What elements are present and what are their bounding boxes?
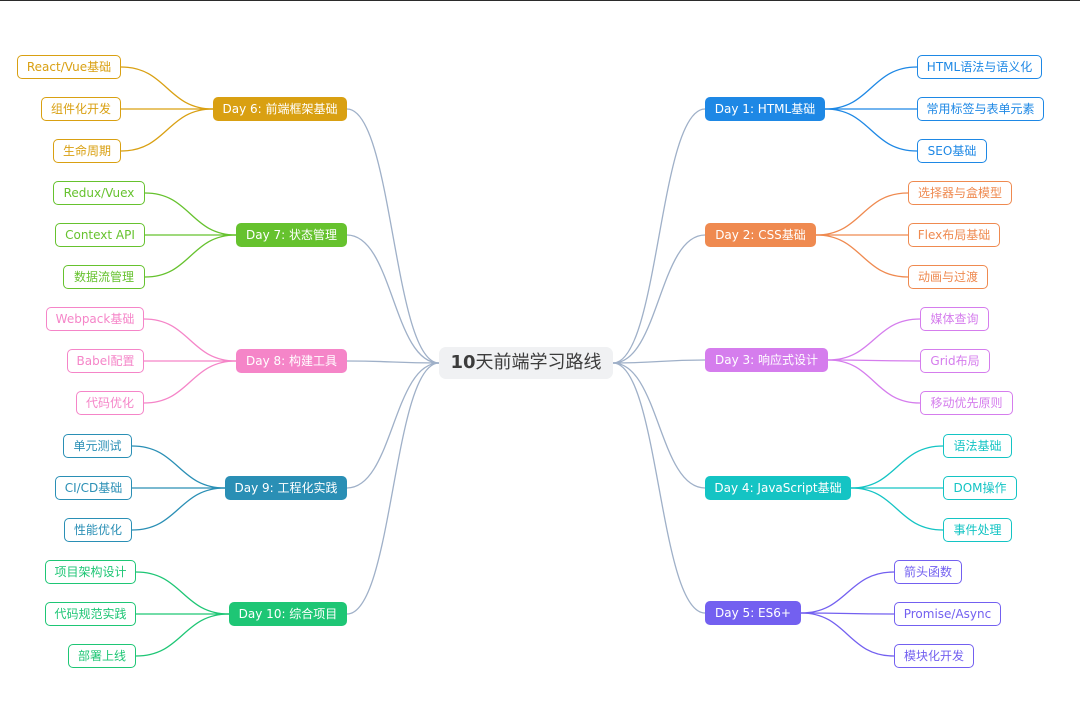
- branch-link-10-1: [135, 571, 230, 615]
- branch-link-4-1: [850, 445, 944, 489]
- topic-context-api[interactable]: Context API: [55, 223, 145, 247]
- branch-link-3-1: [827, 318, 921, 361]
- root-link-9: [346, 362, 440, 489]
- branch-day7[interactable]: Day 7: 状态管理: [236, 223, 347, 247]
- topic-dom-operations[interactable]: DOM操作: [943, 476, 1017, 500]
- topic-flex-layout[interactable]: Flex布局基础: [908, 223, 1000, 247]
- branch-day3[interactable]: Day 3: 响应式设计: [705, 348, 828, 372]
- topic-code-standards[interactable]: 代码规范实践: [45, 602, 136, 626]
- branch-link-8-3: [143, 360, 237, 404]
- topic-modules[interactable]: 模块化开发: [894, 644, 974, 668]
- branch-link-5-1: [800, 571, 895, 614]
- topic-html-tags-forms[interactable]: 常用标签与表单元素: [917, 97, 1044, 121]
- topic-grid-layout[interactable]: Grid布局: [920, 349, 990, 373]
- topic-selectors-box-model[interactable]: 选择器与盒模型: [908, 181, 1012, 205]
- topic-babel-config[interactable]: Babel配置: [67, 349, 144, 373]
- branch-link-6-1: [120, 66, 214, 110]
- branch-link-7-3: [144, 234, 237, 278]
- topic-lifecycle[interactable]: 生命周期: [53, 139, 121, 163]
- branch-link-8-1: [143, 318, 237, 362]
- root-link-5: [612, 362, 706, 614]
- branch-day10[interactable]: Day 10: 综合项目: [229, 602, 347, 626]
- root-link-7: [346, 234, 440, 364]
- topic-redux-vuex[interactable]: Redux/Vuex: [53, 181, 145, 205]
- topic-js-syntax[interactable]: 语法基础: [943, 434, 1012, 458]
- topic-components[interactable]: 组件化开发: [41, 97, 121, 121]
- topic-unit-testing[interactable]: 单元测试: [63, 434, 132, 458]
- root-node[interactable]: 10天前端学习路线: [439, 347, 613, 379]
- topic-data-flow[interactable]: 数据流管理: [63, 265, 145, 289]
- branch-link-7-1: [144, 192, 237, 236]
- branch-link-2-1: [815, 192, 909, 236]
- branch-link-1-1: [824, 66, 918, 110]
- root-link-3: [612, 359, 706, 364]
- topic-html-semantics[interactable]: HTML语法与语义化: [917, 55, 1042, 79]
- branch-day4[interactable]: Day 4: JavaScript基础: [705, 476, 851, 500]
- root-link-2: [612, 234, 706, 364]
- topic-project-architecture[interactable]: 项目架构设计: [45, 560, 136, 584]
- branch-day9[interactable]: Day 9: 工程化实践: [225, 476, 347, 500]
- branch-link-9-3: [131, 487, 226, 531]
- top-border-line: [0, 0, 1080, 1]
- topic-react-vue-basics[interactable]: React/Vue基础: [17, 55, 121, 79]
- root-title-bold: 10: [450, 352, 476, 373]
- topic-animation-transition[interactable]: 动画与过渡: [908, 265, 988, 289]
- branch-day5[interactable]: Day 5: ES6+: [705, 601, 801, 625]
- root-link-4: [612, 362, 706, 489]
- topic-promise-async[interactable]: Promise/Async: [894, 602, 1001, 626]
- topic-media-queries[interactable]: 媒体查询: [920, 307, 989, 331]
- branch-day6[interactable]: Day 6: 前端框架基础: [213, 97, 347, 121]
- root-title-rest: 天前端学习路线: [475, 352, 602, 373]
- branch-link-2-3: [815, 234, 909, 278]
- branch-day2[interactable]: Day 2: CSS基础: [705, 223, 816, 247]
- branch-day8[interactable]: Day 8: 构建工具: [236, 349, 347, 373]
- topic-performance[interactable]: 性能优化: [64, 518, 132, 542]
- topic-deployment[interactable]: 部署上线: [68, 644, 136, 668]
- branch-link-5-3: [800, 612, 895, 657]
- branch-link-6-3: [120, 108, 214, 152]
- branch-link-10-3: [135, 613, 230, 657]
- branch-link-4-3: [850, 487, 944, 531]
- branch-link-3-3: [827, 359, 921, 404]
- root-link-6: [346, 108, 440, 364]
- topic-event-handling[interactable]: 事件处理: [943, 518, 1012, 542]
- branch-day1[interactable]: Day 1: HTML基础: [705, 97, 825, 121]
- root-link-8: [346, 360, 440, 364]
- topic-webpack-basics[interactable]: Webpack基础: [46, 307, 144, 331]
- topic-code-optimization[interactable]: 代码优化: [76, 391, 144, 415]
- topic-ci-cd[interactable]: CI/CD基础: [55, 476, 132, 500]
- branch-link-5-2: [800, 612, 895, 615]
- branch-link-9-1: [131, 445, 226, 489]
- root-link-1: [612, 108, 706, 364]
- topic-arrow-functions[interactable]: 箭头函数: [894, 560, 962, 584]
- root-link-10: [346, 362, 440, 615]
- topic-mobile-first[interactable]: 移动优先原则: [920, 391, 1013, 415]
- branch-link-3-2: [827, 359, 921, 362]
- branch-link-1-3: [824, 108, 918, 152]
- topic-seo[interactable]: SEO基础: [917, 139, 987, 163]
